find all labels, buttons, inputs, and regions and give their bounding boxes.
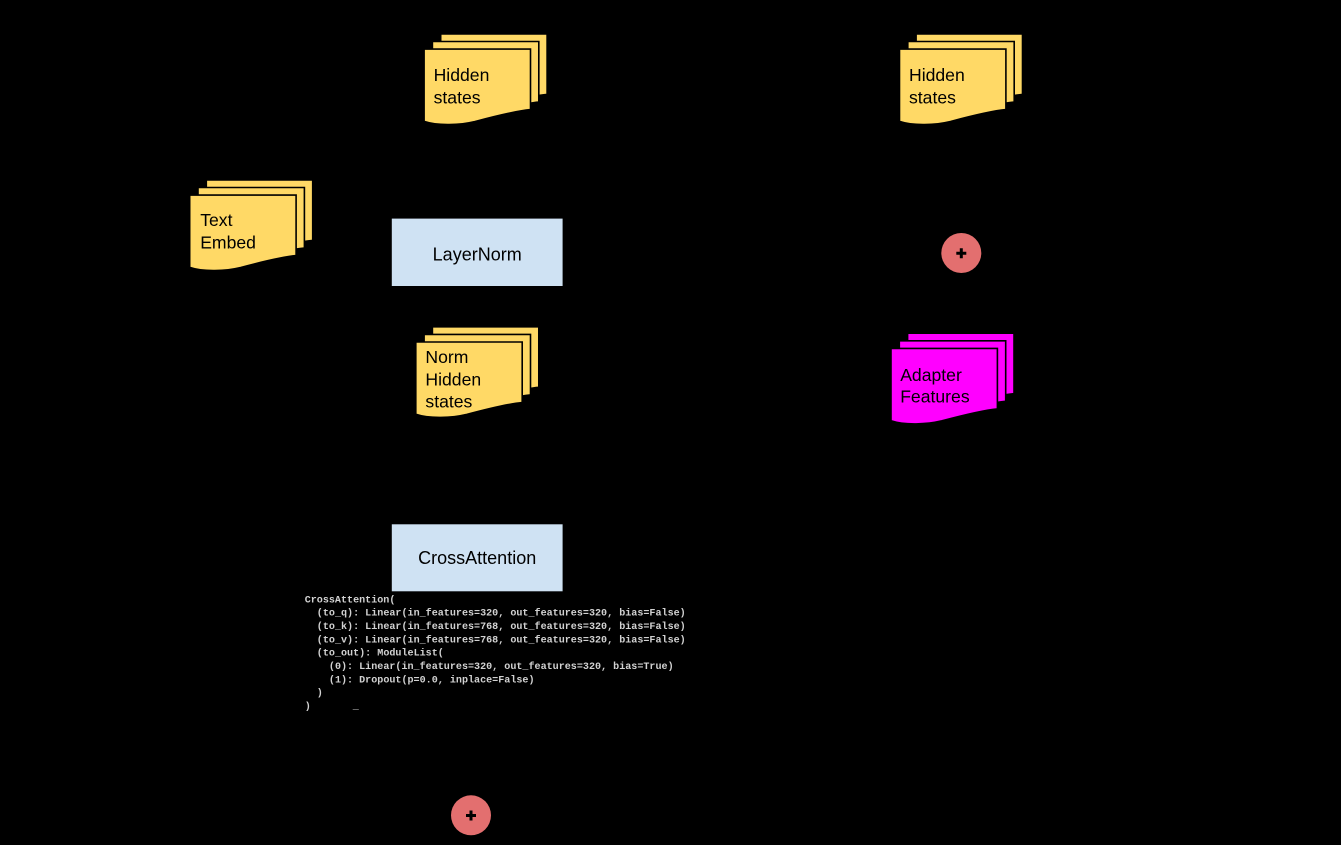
svg-text:Embed: Embed [200, 233, 256, 253]
svg-text:Text: Text [200, 210, 232, 230]
svg-text:Norm: Norm [425, 347, 468, 367]
svg-text:states: states [434, 88, 481, 108]
svg-text:(to_q): Linear(in_features=320: (to_q): Linear(in_features=320, out_feat… [317, 608, 686, 620]
svg-text:(1): Dropout(p=0.0, inplace=Fa: (1): Dropout(p=0.0, inplace=False) [329, 674, 535, 686]
svg-text:Hidden: Hidden [425, 369, 481, 389]
svg-text:Hidden: Hidden [909, 65, 965, 85]
svg-text:Adapter: Adapter [900, 365, 962, 385]
svg-text:states: states [425, 392, 472, 412]
svg-text:(to_out): ModuleList(: (to_out): ModuleList( [317, 648, 444, 660]
svg-text:Hidden: Hidden [434, 65, 490, 85]
svg-text:LayerNorm: LayerNorm [433, 244, 522, 264]
svg-text:(to_k): Linear(in_features=768: (to_k): Linear(in_features=768, out_feat… [317, 621, 686, 633]
svg-text:): ) [305, 701, 311, 713]
svg-text:): ) [317, 688, 323, 700]
svg-text:_: _ [352, 702, 360, 713]
svg-text:CrossAttention(: CrossAttention( [305, 594, 396, 606]
svg-text:CrossAttention: CrossAttention [418, 548, 536, 568]
svg-text:Features: Features [900, 386, 970, 406]
svg-text:states: states [909, 88, 956, 108]
svg-text:(to_v): Linear(in_features=768: (to_v): Linear(in_features=768, out_feat… [317, 634, 686, 646]
svg-text:(0): Linear(in_features=320, o: (0): Linear(in_features=320, out_feature… [329, 661, 674, 673]
